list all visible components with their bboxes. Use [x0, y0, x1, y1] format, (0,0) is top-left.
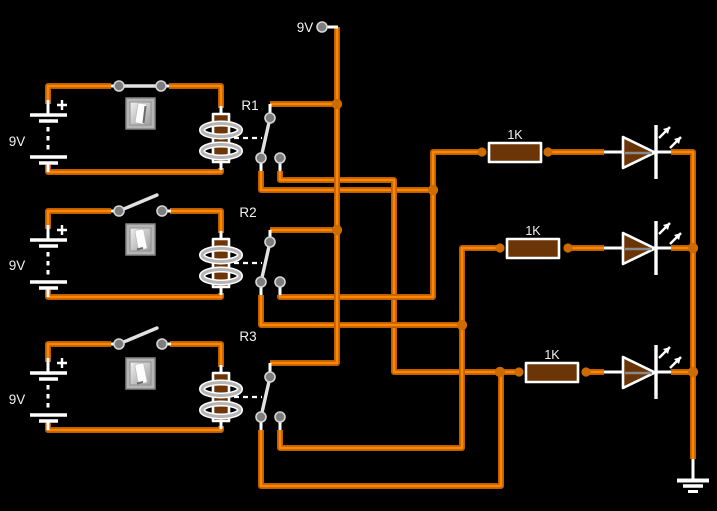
- junction-dot: [687, 242, 699, 254]
- resistor-terminal: [563, 243, 573, 253]
- wires: [45, 27, 696, 489]
- wire: [278, 246, 500, 450]
- ground-symbol[interactable]: [677, 478, 709, 493]
- junction-dot: [687, 366, 699, 378]
- relay-coil-1[interactable]: [199, 112, 243, 164]
- wire: [46, 290, 223, 299]
- relay-1-label: R1: [241, 98, 258, 113]
- wire: [45, 341, 111, 362]
- power-terminal-9v[interactable]: [316, 21, 328, 33]
- relay-coil-2[interactable]: [199, 237, 243, 289]
- wire: [270, 27, 339, 365]
- relay-contacts-2[interactable]: [234, 236, 286, 288]
- switch-3[interactable]: [113, 326, 168, 350]
- resistor-1[interactable]: [487, 141, 543, 164]
- junction-dots: [331, 98, 699, 378]
- wire: [259, 372, 503, 488]
- wire: [46, 165, 223, 174]
- battery-3-label: 9V: [9, 392, 26, 407]
- supply-voltage-label: 9V: [297, 20, 314, 35]
- wire: [270, 27, 340, 366]
- battery-1[interactable]: [30, 100, 67, 165]
- resistor-terminal: [543, 147, 553, 157]
- relay-coil-3[interactable]: [199, 371, 243, 423]
- junction-dot: [427, 184, 439, 196]
- resistor-2[interactable]: [505, 237, 561, 260]
- led-3[interactable]: [621, 345, 682, 399]
- switch-lever-open[interactable]: [117, 326, 159, 346]
- wire: [170, 208, 224, 233]
- wire: [170, 209, 223, 233]
- battery-2[interactable]: [30, 225, 67, 290]
- resistor-3-label: 1K: [544, 348, 560, 362]
- wire: [46, 423, 223, 432]
- relay-contacts-1[interactable]: [234, 112, 286, 164]
- resistor-terminal: [477, 147, 487, 157]
- wire: [671, 149, 696, 459]
- plus-sign: [57, 225, 67, 235]
- wire: [46, 209, 111, 229]
- resistor-3[interactable]: [524, 361, 580, 384]
- wire: [170, 342, 223, 367]
- relay-armature: [259, 375, 272, 419]
- junction-dot: [331, 224, 343, 236]
- battery-2-label: 9V: [9, 258, 26, 273]
- rocker-button-1[interactable]: [125, 97, 156, 130]
- resistor-terminal: [495, 243, 505, 253]
- rocker-button-2[interactable]: [125, 223, 156, 256]
- junction-dot: [456, 319, 468, 331]
- wire: [46, 84, 111, 104]
- relay-3-label: R3: [239, 329, 256, 344]
- resistor-terminal: [581, 367, 591, 377]
- wire: [277, 245, 500, 451]
- wire: [45, 208, 111, 229]
- wire: [45, 83, 111, 104]
- rocker-button-3[interactable]: [125, 357, 156, 390]
- switch-2[interactable]: [113, 193, 168, 217]
- relay-2-label: R2: [239, 205, 256, 220]
- wire: [170, 341, 224, 367]
- power-terminal-dot[interactable]: [316, 21, 328, 33]
- wire: [169, 84, 223, 108]
- relay-armature: [259, 116, 272, 160]
- wire: [169, 83, 224, 108]
- wire: [671, 150, 695, 459]
- resistor-terminal: [514, 367, 524, 377]
- wire: [277, 171, 519, 375]
- battery-3[interactable]: [30, 358, 67, 423]
- plus-sign: [57, 358, 67, 368]
- junction-dot: [494, 366, 506, 378]
- relay-armature: [259, 240, 272, 284]
- wire: [46, 342, 111, 362]
- wire: [278, 150, 482, 299]
- rocker-lever[interactable]: [134, 362, 148, 385]
- led-1[interactable]: [621, 125, 682, 179]
- plus-sign: [57, 100, 67, 110]
- resistor-1-label: 1K: [507, 128, 523, 142]
- wire: [277, 149, 482, 300]
- rocker-lever[interactable]: [134, 228, 148, 251]
- led-2[interactable]: [621, 221, 682, 275]
- resistor-2-label: 1K: [525, 224, 541, 238]
- battery-1-label: 9V: [9, 134, 26, 149]
- wire: [278, 171, 519, 374]
- junction-dot: [331, 98, 343, 110]
- wire: [259, 171, 433, 192]
- switch-lever-open[interactable]: [117, 193, 159, 213]
- switch-1[interactable]: [113, 80, 167, 92]
- relay-contacts-3[interactable]: [234, 371, 286, 423]
- wire: [259, 295, 462, 327]
